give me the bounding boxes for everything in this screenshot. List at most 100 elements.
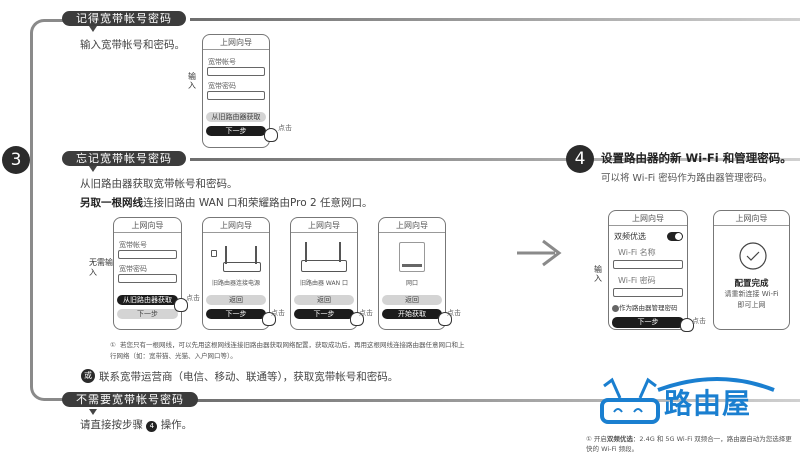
checkbox-label: 作为路由器管理密码 — [619, 304, 678, 312]
bold-text: 双频优选 — [606, 435, 633, 443]
hand-pointer-icon — [264, 128, 278, 142]
footnote: ① 若您只有一根网线，可以先用这根网线连接旧路由器获取网络配置，获取成功后，再用… — [110, 340, 470, 362]
as-admin-checkbox[interactable]: 作为路由器管理密码 — [612, 302, 678, 312]
back-button[interactable]: 返回 — [382, 295, 442, 305]
phone-wizard-4: 上网向导 旧路由器 WAN 口 返回 下一步 — [290, 217, 358, 330]
wifi-password-input[interactable] — [613, 288, 683, 297]
back-button[interactable]: 返回 — [294, 295, 354, 305]
phone-setup-complete: 上网向导 配置完成 请重新连接 Wi-Fi 即可上网 — [713, 210, 790, 330]
online-text: 即可上网 — [737, 301, 766, 309]
arrow-down-icon — [89, 26, 97, 32]
hand-pointer-icon — [438, 312, 452, 326]
step3-badge: 3 — [2, 146, 30, 174]
get-from-old-router-button[interactable]: 从旧路由器获取 — [206, 112, 266, 122]
next-button[interactable]: 下一步 — [206, 309, 266, 319]
text: ：2.4G 和 5G Wi-Fi 双频合一，路由器自动为您选择更快的 Wi-Fi… — [586, 435, 792, 453]
next-button[interactable]: 下一步 — [612, 317, 684, 328]
password-input[interactable] — [118, 274, 177, 283]
hand-pointer-icon — [350, 312, 364, 326]
step3-bracket — [30, 19, 70, 401]
arrow-down-icon — [89, 409, 97, 415]
step4-footnote: ① 开启双频优选：2.4G 和 5G Wi-Fi 双频合一，路由器自动为您选择更… — [586, 434, 796, 454]
bold-text: 另取一根网线 — [80, 197, 143, 209]
arrow-right-icon — [517, 239, 562, 267]
account-input[interactable] — [207, 67, 265, 76]
field-label: 宽带帐号 — [119, 241, 147, 249]
field-label: 宽带密码 — [208, 82, 236, 90]
no-input-hint: 无需输入 — [89, 258, 113, 277]
reconnect-text: 请重新连接 Wi-Fi — [724, 290, 779, 298]
section-header-remember: 记得宽带帐号密码 — [62, 11, 186, 26]
dual-band-toggle[interactable] — [667, 232, 683, 241]
contact-isp-text: 联系宽带运营商（电信、移动、联通等），获取宽带帐号和密码。 — [99, 371, 399, 383]
phone-title: 上网向导 — [203, 35, 269, 50]
phone-wizard-5: 上网向导 网口 返回 开始获取 — [378, 217, 446, 330]
back-button[interactable]: 返回 — [206, 295, 266, 305]
checkbox-checked-icon — [612, 304, 619, 312]
phone-title: 上网向导 — [609, 211, 687, 226]
port-illustration — [399, 242, 425, 272]
field-label: 宽带帐号 — [208, 58, 236, 66]
text: 开启 — [593, 435, 607, 443]
step4-title: 设置路由器的新 Wi-Fi 和管理密码。 — [601, 151, 792, 165]
input-hint: 输入 — [594, 265, 602, 283]
click-hint: 点击 — [278, 124, 292, 132]
section-text-2: 另取一根网线连接旧路由 WAN 口和荣耀路由Pro 2 任意网口。 — [80, 195, 373, 210]
click-hint: 点击 — [692, 317, 706, 325]
account-input[interactable] — [118, 250, 177, 259]
hand-pointer-icon — [680, 318, 694, 332]
note-text: 若您只有一根网线，可以先用这根网线连接旧路由器获取网络配置，获取成功后，再用这根… — [110, 341, 465, 360]
text: 连接旧路由 WAN 口和荣耀路由Pro 2 任意网口。 — [143, 197, 373, 209]
checkmark-circle-icon — [739, 242, 767, 270]
router-wan-illustration — [299, 242, 351, 276]
done-title: 配置完成 — [734, 279, 769, 289]
or-badge: 或 — [81, 369, 95, 383]
click-hint: 点击 — [186, 294, 200, 302]
divider — [190, 158, 800, 161]
watermark-logo: 路由屋 — [598, 374, 778, 426]
watermark-text: 路由屋 — [664, 387, 752, 420]
hand-pointer-icon — [174, 298, 188, 312]
phone-title: 上网向导 — [714, 211, 789, 226]
caption: 旧路由器 WAN 口 — [299, 280, 348, 287]
hand-pointer-icon — [262, 312, 276, 326]
start-fetch-button[interactable]: 开始获取 — [382, 309, 442, 319]
section-text: 从旧路由器获取宽带帐号和密码。 — [80, 178, 238, 190]
section-text: 输入宽带帐号和密码。 — [80, 39, 185, 51]
note-marker: ① — [586, 435, 592, 443]
wifi-name-input[interactable] — [613, 260, 683, 269]
divider — [190, 399, 800, 402]
input-hint: 输入 — [188, 72, 196, 90]
password-input[interactable] — [207, 91, 265, 100]
phone-wifi-setup: 上网向导 双频优选 Wi-Fi 名称 Wi-Fi 密码 作为路由器管理密码 下一… — [608, 210, 688, 330]
phone-title: 上网向导 — [291, 218, 357, 233]
click-hint: 点击 — [271, 309, 285, 317]
phone-wizard-2: 上网向导 宽带帐号 宽带密码 从旧路由器获取 下一步 — [113, 217, 182, 330]
caption: 网口 — [405, 280, 418, 287]
caption: 旧路由器连接电源 — [211, 280, 260, 287]
section-header-forgot: 忘记宽带帐号密码 — [62, 151, 186, 166]
field-label: 宽带密码 — [119, 265, 147, 273]
field-label: Wi-Fi 名称 — [618, 248, 656, 257]
phone-title: 上网向导 — [379, 218, 445, 233]
step-ref-badge: 4 — [146, 421, 158, 432]
step4-subtitle: 可以将 Wi-Fi 密码作为路由器管理密码。 — [601, 173, 773, 184]
step4-badge: 4 — [566, 145, 594, 173]
phone-title: 上网向导 — [114, 218, 181, 233]
phone-wizard-1: 上网向导 宽带帐号 宽带密码 从旧路由器获取 下一步 — [202, 34, 270, 148]
router-power-illustration — [211, 246, 263, 276]
next-button[interactable]: 下一步 — [206, 126, 266, 136]
phone-wizard-3: 上网向导 旧路由器连接电源 返回 下一步 — [202, 217, 270, 330]
divider — [190, 18, 800, 21]
click-hint: 点击 — [359, 309, 373, 317]
phone-title: 上网向导 — [203, 218, 269, 233]
section-header-not-needed: 不需要宽带帐号密码 — [62, 392, 198, 407]
get-from-old-router-button[interactable]: 从旧路由器获取 — [117, 295, 178, 305]
router-face-logo-icon — [600, 377, 775, 424]
text: 操作。 — [160, 419, 193, 431]
dual-band-label: 双频优选 — [614, 232, 646, 241]
note-marker: ① — [110, 341, 116, 349]
click-hint: 点击 — [447, 309, 461, 317]
next-button[interactable]: 下一步 — [117, 309, 178, 319]
next-button[interactable]: 下一步 — [294, 309, 354, 319]
